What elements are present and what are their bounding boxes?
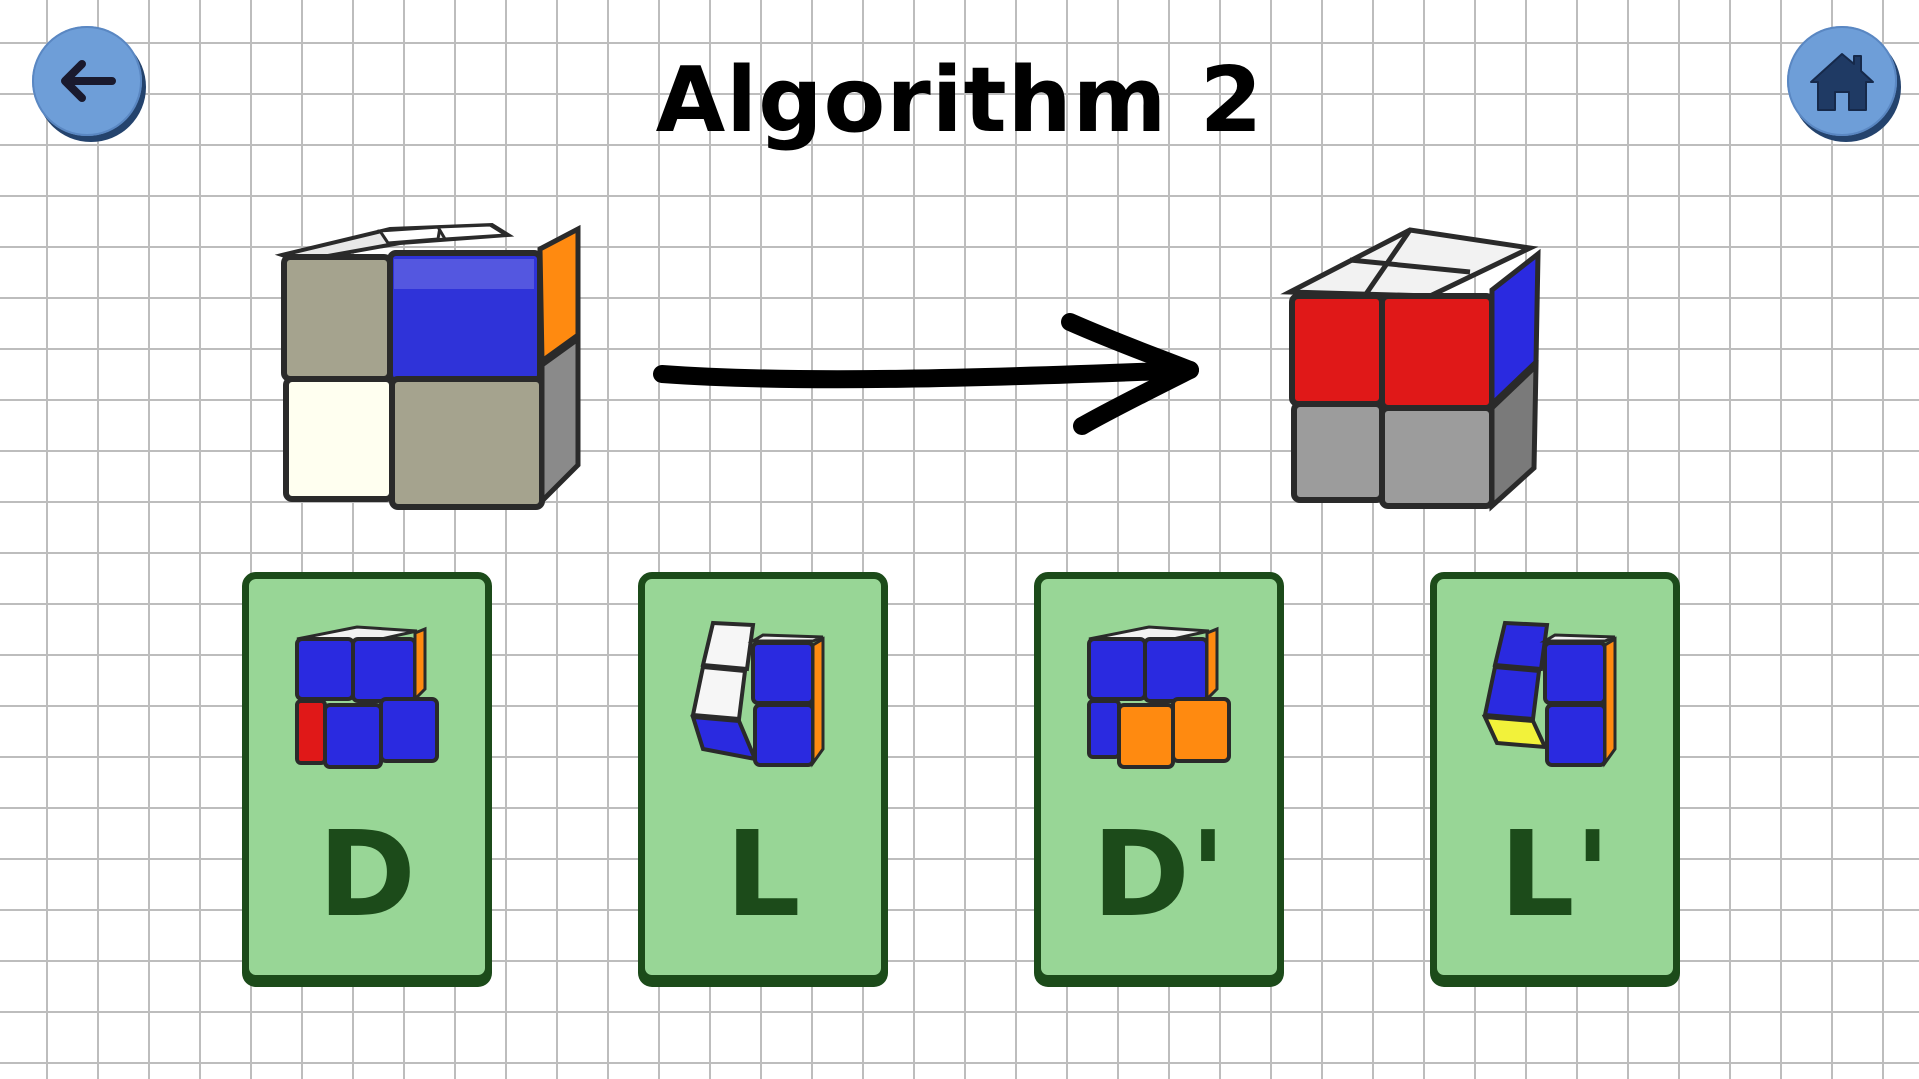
move-label: L	[725, 805, 801, 943]
move-label: L'	[1499, 805, 1611, 943]
cube-move-l-prime-icon	[1481, 620, 1617, 768]
home-button[interactable]	[1787, 26, 1897, 136]
target-state-cube	[1280, 227, 1541, 512]
move-label: D'	[1091, 805, 1227, 943]
move-card-l-prime[interactable]: L'	[1430, 572, 1680, 982]
move-card-l[interactable]: L	[638, 572, 888, 982]
cube-move-d-icon	[295, 625, 439, 769]
transition-arrow-icon	[653, 313, 1199, 435]
back-button[interactable]	[32, 26, 142, 136]
arrow-left-icon	[61, 60, 116, 102]
page-title: Algorithm 2	[655, 48, 1264, 153]
home-icon	[1810, 53, 1874, 111]
start-state-cube	[274, 222, 581, 510]
cube-move-l-icon	[690, 620, 825, 768]
move-label: D	[318, 805, 416, 943]
move-card-d[interactable]: D	[242, 572, 492, 982]
move-card-d-prime[interactable]: D'	[1034, 572, 1284, 982]
cube-move-d-prime-icon	[1087, 625, 1231, 769]
